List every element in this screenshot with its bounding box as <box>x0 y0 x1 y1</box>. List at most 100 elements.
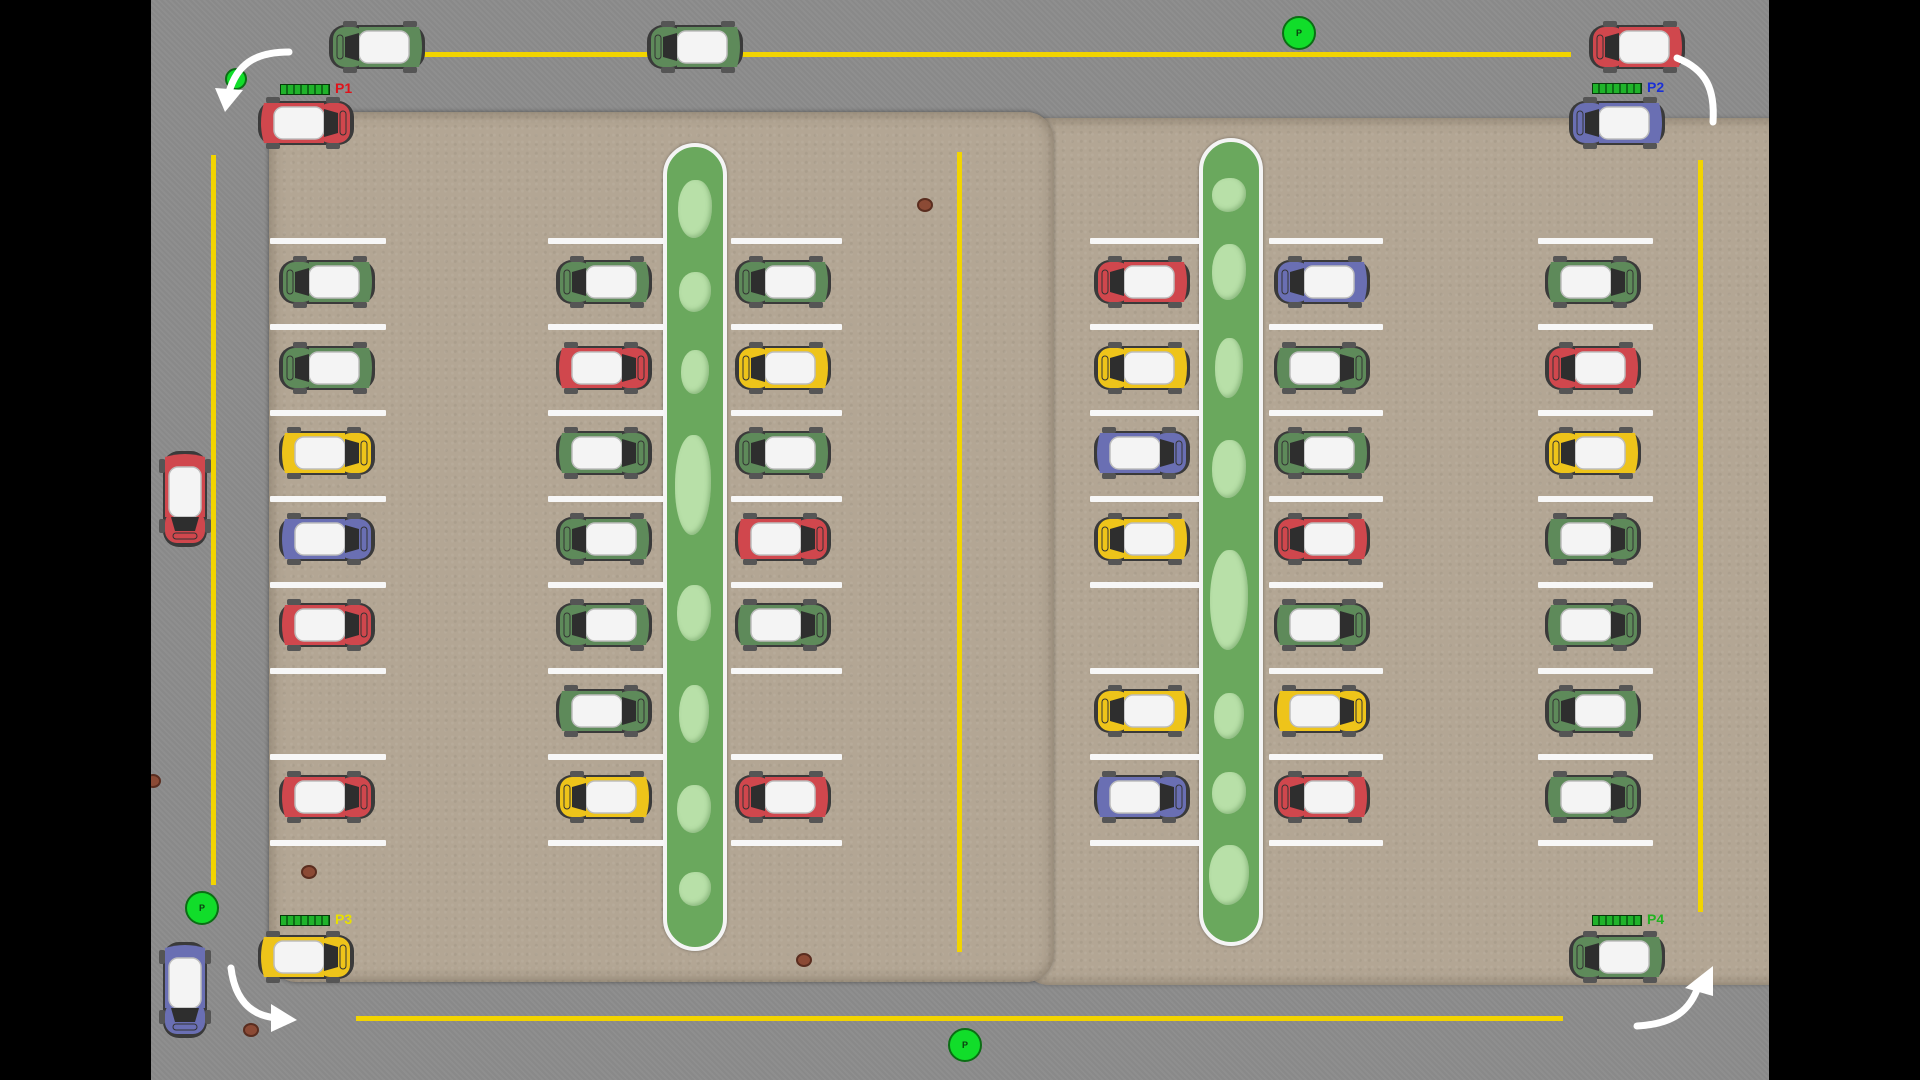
stall-line <box>1269 582 1383 588</box>
stall-line <box>270 582 386 588</box>
car <box>1094 513 1190 565</box>
stall-line <box>270 410 386 416</box>
car <box>556 771 652 823</box>
stall-line <box>731 840 842 846</box>
game-canvas[interactable]: P P P P P1 P2 P3 P4 <box>151 0 1769 1080</box>
pedestrian <box>796 953 812 967</box>
health-bar <box>1592 915 1642 926</box>
car <box>1545 599 1641 651</box>
car <box>279 342 375 394</box>
car <box>279 427 375 479</box>
car <box>556 599 652 651</box>
parking-marker-top: P <box>1282 16 1316 50</box>
stall-line <box>548 668 664 674</box>
bush <box>1215 338 1243 398</box>
car <box>279 513 375 565</box>
stall-line <box>270 754 386 760</box>
car <box>1274 599 1370 651</box>
stall-line <box>1269 668 1383 674</box>
curved-arrow-icon <box>227 964 297 1032</box>
stall-line <box>1538 324 1653 330</box>
stall-line <box>548 238 664 244</box>
car <box>556 342 652 394</box>
car <box>1274 513 1370 565</box>
stall-line <box>1090 496 1200 502</box>
car <box>1545 771 1641 823</box>
bush <box>679 872 711 906</box>
player-label: P1 <box>335 80 353 96</box>
car <box>279 771 375 823</box>
car <box>556 685 652 737</box>
bush <box>677 585 711 641</box>
stall-line <box>548 324 664 330</box>
stall-line <box>1269 840 1383 846</box>
stall-line <box>1538 582 1653 588</box>
stall-line <box>548 582 664 588</box>
car <box>1545 685 1641 737</box>
stall-line <box>270 840 386 846</box>
car <box>1274 685 1370 737</box>
stall-line <box>1090 754 1200 760</box>
car <box>329 21 425 73</box>
stall-line <box>1090 840 1200 846</box>
car <box>1569 931 1665 983</box>
bush <box>1212 772 1246 814</box>
curved-arrow-icon <box>1673 54 1717 126</box>
car <box>1589 21 1685 73</box>
stall-line <box>1538 668 1653 674</box>
car <box>735 599 831 651</box>
stall-line <box>1090 238 1200 244</box>
player-label: P2 <box>1647 79 1665 95</box>
player-label: P3 <box>335 911 353 927</box>
parking-marker-left: P <box>185 891 219 925</box>
health-bar <box>1592 83 1642 94</box>
bush <box>679 685 709 743</box>
car <box>258 931 354 983</box>
car <box>735 513 831 565</box>
car <box>735 256 831 308</box>
stall-line <box>1538 238 1653 244</box>
lane-line-right <box>1698 160 1703 912</box>
car <box>1274 427 1370 479</box>
stall-line <box>1538 496 1653 502</box>
stall-line <box>1269 238 1383 244</box>
bush <box>1212 244 1246 300</box>
pedestrian <box>301 865 317 879</box>
stall-line <box>731 410 842 416</box>
car <box>1274 256 1370 308</box>
stall-line <box>731 238 842 244</box>
car <box>1094 685 1190 737</box>
stall-line <box>548 496 664 502</box>
car <box>1094 256 1190 308</box>
curved-arrow-icon <box>215 48 293 112</box>
car <box>1094 771 1190 823</box>
lane-line-left <box>211 155 216 885</box>
car <box>1569 97 1665 149</box>
stall-line <box>731 754 842 760</box>
curved-arrow-icon <box>1633 966 1713 1030</box>
lane-line-bottom <box>356 1016 1563 1021</box>
health-bar <box>280 84 330 95</box>
car <box>1545 427 1641 479</box>
bush <box>677 785 711 833</box>
stall-line <box>270 324 386 330</box>
bush <box>1212 178 1246 212</box>
bush <box>1210 550 1248 650</box>
stall-line <box>1269 754 1383 760</box>
pedestrian <box>151 774 161 788</box>
stall-line <box>1090 582 1200 588</box>
stall-line <box>270 668 386 674</box>
car <box>1094 427 1190 479</box>
car <box>1545 342 1641 394</box>
stall-line <box>1538 840 1653 846</box>
car <box>159 451 211 547</box>
lane-line-top <box>411 52 1571 57</box>
car <box>279 599 375 651</box>
bush <box>681 350 709 394</box>
car <box>279 256 375 308</box>
car <box>556 427 652 479</box>
stall-line <box>270 496 386 502</box>
stall-line <box>1090 668 1200 674</box>
bush <box>679 272 711 312</box>
car <box>735 427 831 479</box>
